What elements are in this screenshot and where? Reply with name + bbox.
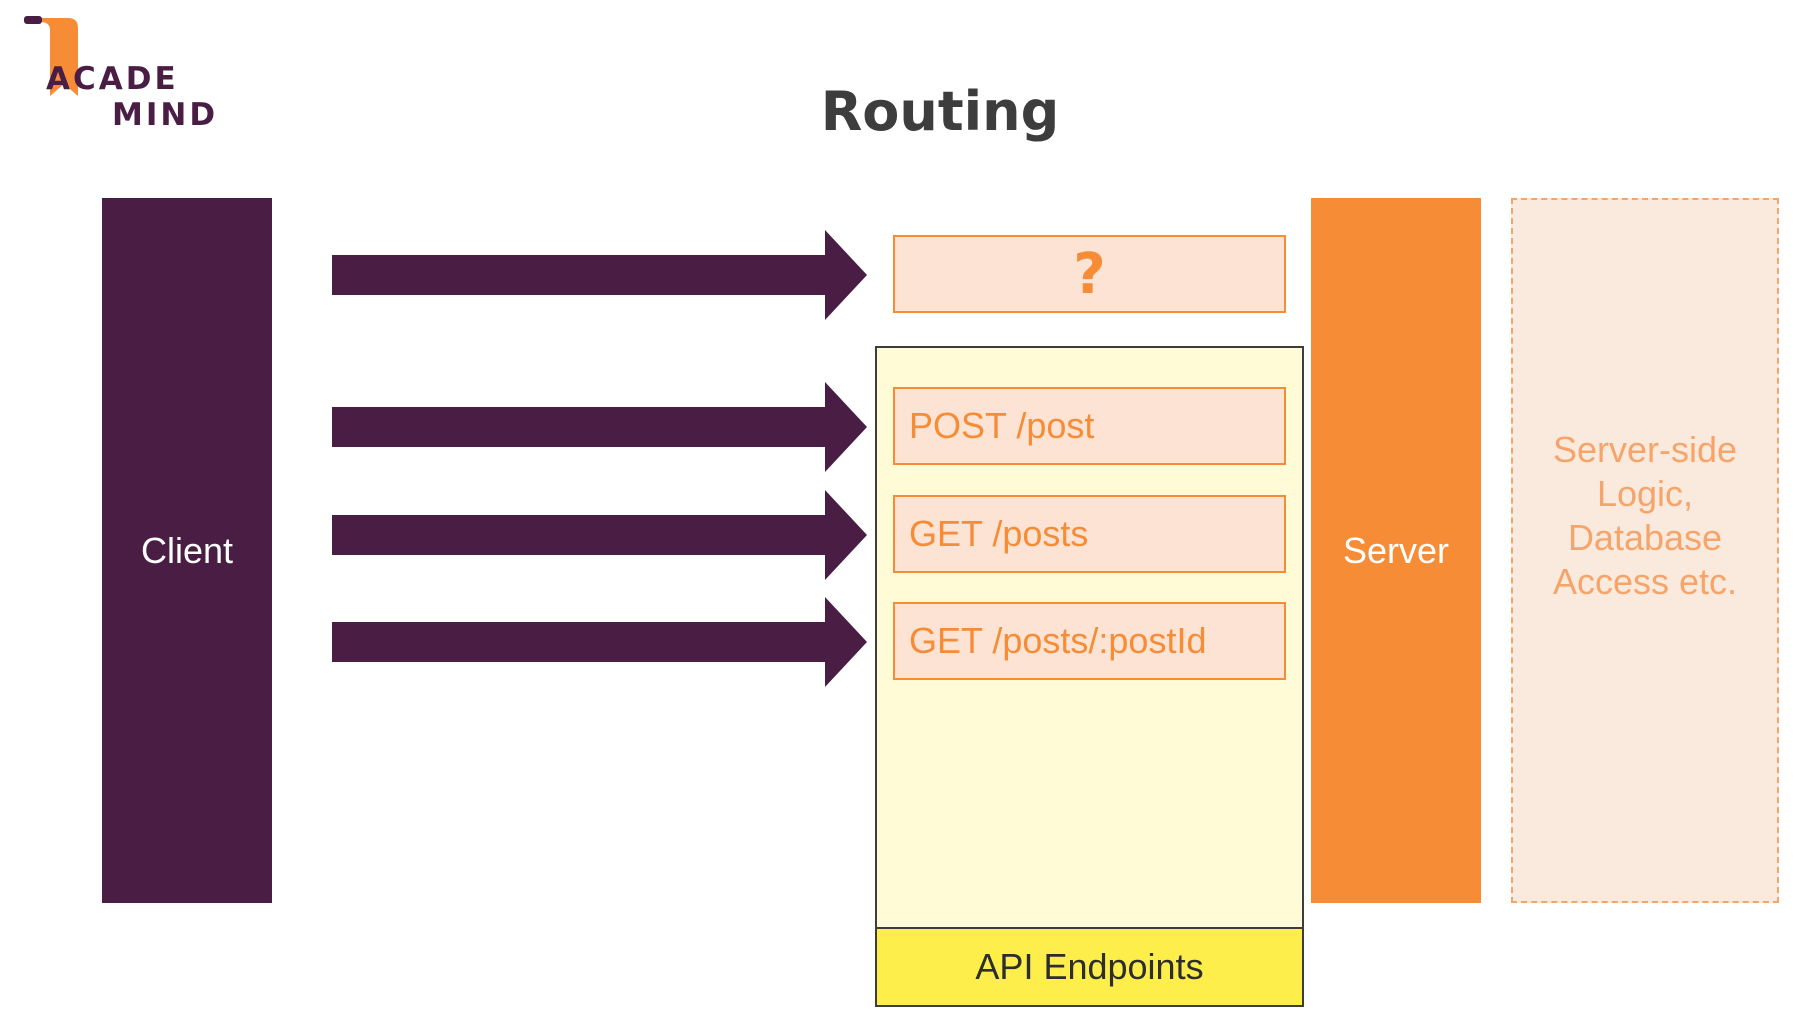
api-endpoints-label: API Endpoints (975, 946, 1204, 987)
route-label: GET /posts (909, 513, 1089, 554)
server-label: Server (1342, 529, 1450, 571)
logo-text-line1: ACADE (46, 61, 179, 97)
route-label: GET /posts/:postId (909, 620, 1207, 661)
unknown-route-box: ? (893, 235, 1286, 313)
bookmark-icon (24, 16, 78, 96)
route-post-post: POST /post (893, 387, 1286, 465)
server-logic-label: Server-side Logic, Database Access etc. (1552, 428, 1738, 602)
client-block: Client (102, 198, 272, 903)
server-block: Server (1311, 198, 1481, 903)
client-label: Client (140, 529, 234, 571)
request-arrow-2 (332, 382, 867, 472)
request-arrow-1 (332, 230, 867, 320)
page-title: Routing (820, 80, 1060, 143)
route-label: POST /post (909, 405, 1095, 446)
server-logic-block: Server-side Logic, Database Access etc. (1511, 198, 1779, 903)
logo-text-line2: MIND (112, 97, 219, 133)
request-arrow-3 (332, 490, 867, 580)
route-get-posts: GET /posts (893, 495, 1286, 573)
api-endpoints-footer: API Endpoints (875, 927, 1304, 1007)
question-mark: ? (1073, 241, 1106, 307)
route-get-post-by-id: GET /posts/:postId (893, 602, 1286, 680)
request-arrow-4 (332, 597, 867, 687)
academind-logo: ACADE MIND (24, 16, 224, 136)
